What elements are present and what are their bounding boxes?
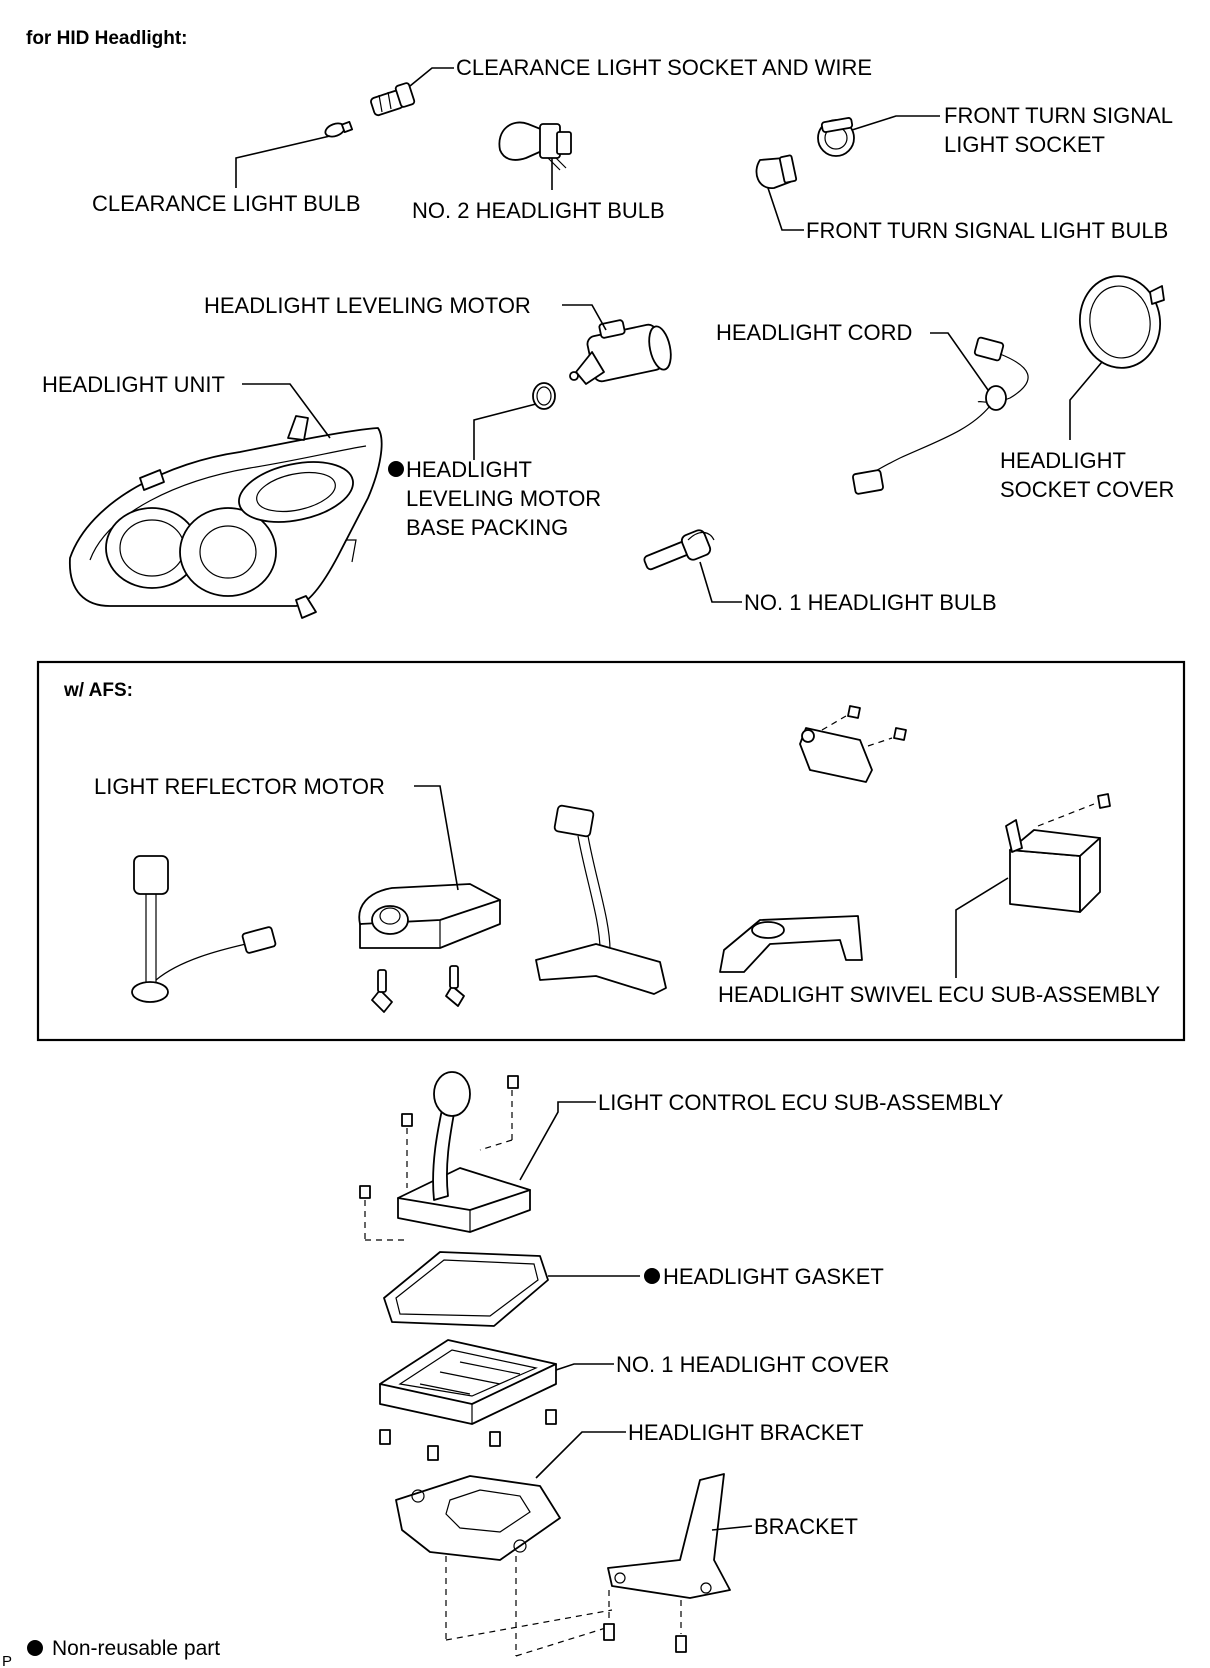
no1-headlight-bulb-illustration <box>643 529 715 571</box>
leveling-motor-illustration <box>569 319 672 385</box>
label-front-turn-signal-light-socket-line2: LIGHT SOCKET <box>944 132 1105 157</box>
headlight-unit-illustration <box>69 415 383 619</box>
turn-signal-bulb-illustration <box>755 154 798 189</box>
label-headlight-unit: HEADLIGHT UNIT <box>42 372 225 397</box>
afs-small-bracket-illustration <box>799 705 907 783</box>
hid-section-title: for HID Headlight: <box>26 28 188 49</box>
no1-headlight-cover-illustration <box>379 1339 557 1461</box>
label-leveling-packing-line3: BASE PACKING <box>406 515 568 540</box>
label-front-turn-signal-light-bulb: FRONT TURN SIGNAL LIGHT BULB <box>806 218 1168 243</box>
afs-swivel-bracket-illustration <box>719 915 863 973</box>
afs-cable-left-illustration <box>131 855 277 1003</box>
label-no1-headlight-bulb: NO. 1 HEADLIGHT BULB <box>744 590 997 615</box>
label-headlight-gasket: HEADLIGHT GASKET <box>663 1264 884 1289</box>
label-no2-headlight-bulb: NO. 2 HEADLIGHT BULB <box>412 198 665 223</box>
headlight-gasket-illustration <box>383 1251 549 1327</box>
label-no1-headlight-cover: NO. 1 HEADLIGHT COVER <box>616 1352 889 1377</box>
label-front-turn-signal-light-socket-line1: FRONT TURN SIGNAL <box>944 103 1173 128</box>
non-reusable-marker-gasket <box>644 1268 660 1284</box>
legend-non-reusable-text: Non-reusable part <box>52 1637 220 1660</box>
label-swivel-ecu: HEADLIGHT SWIVEL ECU SUB-ASSEMBLY <box>718 982 1160 1007</box>
label-light-control-ecu: LIGHT CONTROL ECU SUB-ASSEMBLY <box>598 1090 1004 1115</box>
swivel-ecu-illustration <box>1005 793 1111 913</box>
no2-headlight-bulb-illustration <box>498 121 572 171</box>
label-headlight-leveling-motor: HEADLIGHT LEVELING MOTOR <box>204 293 531 318</box>
clearance-light-socket-illustration <box>370 82 416 117</box>
headlight-bracket-illustration <box>395 1475 613 1657</box>
clearance-light-bulb-illustration <box>324 120 354 138</box>
afs-section-title: w/ AFS: <box>63 680 133 701</box>
label-socket-cover-line2: SOCKET COVER <box>1000 477 1174 502</box>
light-reflector-motor-illustration <box>358 883 501 1013</box>
label-socket-cover-line1: HEADLIGHT <box>1000 448 1126 473</box>
bracket-illustration <box>603 1473 731 1653</box>
label-headlight-bracket: HEADLIGHT BRACKET <box>628 1420 864 1445</box>
label-leveling-packing-line2: LEVELING MOTOR <box>406 486 601 511</box>
footer-code: P <box>2 1653 12 1668</box>
label-clearance-light-bulb: CLEARANCE LIGHT BULB <box>92 191 361 216</box>
legend-non-reusable-marker <box>27 1640 43 1656</box>
turn-signal-socket-illustration <box>817 117 855 157</box>
label-bracket: BRACKET <box>754 1514 858 1539</box>
afs-cable-middle-illustration <box>535 804 667 995</box>
label-headlight-cord: HEADLIGHT CORD <box>716 320 912 345</box>
headlight-cord-illustration <box>852 336 1029 495</box>
light-control-ecu-illustration <box>359 1071 531 1241</box>
label-clearance-light-socket-and-wire: CLEARANCE LIGHT SOCKET AND WIRE <box>456 55 872 80</box>
label-light-reflector-motor: LIGHT REFLECTOR MOTOR <box>94 774 385 799</box>
non-reusable-marker-packing <box>388 461 404 477</box>
label-leveling-packing-line1: HEADLIGHT <box>406 457 532 482</box>
leveling-packing-illustration <box>532 382 556 410</box>
socket-cover-illustration <box>1078 275 1165 369</box>
afs-section-box <box>36 660 1186 1042</box>
